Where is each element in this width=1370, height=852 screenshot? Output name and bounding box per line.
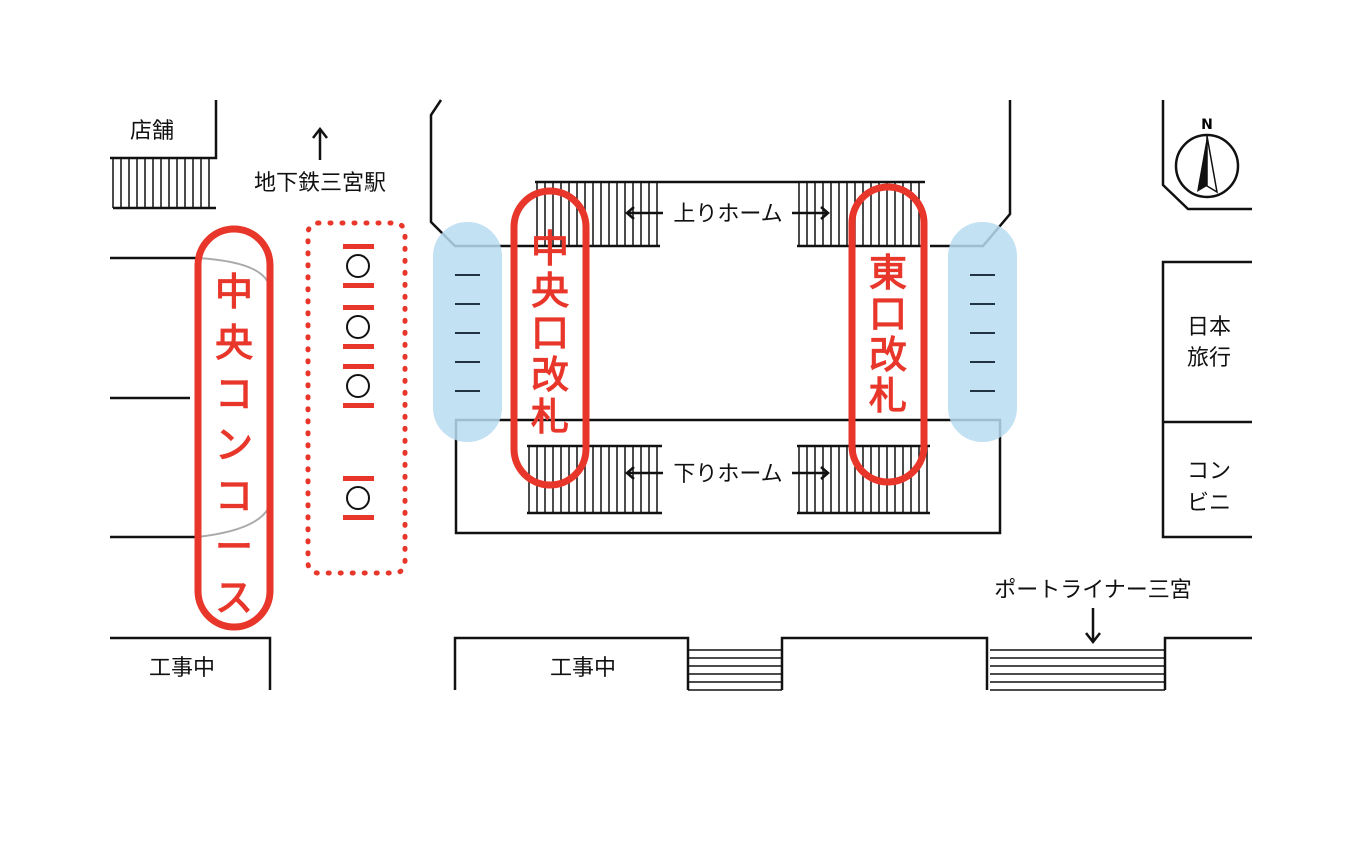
east-gate-highlight	[848, 183, 928, 486]
bidirectional-arrow-icon	[625, 206, 830, 220]
central-building-outline	[429, 99, 535, 248]
gate-bar	[343, 344, 374, 349]
label-char: 中	[531, 227, 569, 271]
gate-bar	[343, 515, 374, 520]
shops-outline	[1161, 260, 1252, 539]
label-char: 中	[215, 270, 253, 314]
label-char: コ	[215, 372, 253, 416]
label-char: 札	[869, 374, 907, 418]
label-char: コ	[215, 474, 253, 518]
right-building-outline	[1161, 100, 1252, 211]
gate-bar	[343, 244, 374, 249]
shop-outline	[110, 100, 218, 160]
gate-bar	[343, 305, 374, 310]
shop-label: 店舗	[130, 119, 174, 144]
label-char: 央	[215, 321, 254, 365]
lower-building-outline	[454, 418, 1002, 535]
central-gate-highlight	[510, 187, 590, 489]
label-char: 改	[531, 353, 569, 397]
down-platform-label: 下りホーム	[673, 462, 782, 487]
construction-left-label: 工事中	[149, 656, 215, 681]
arrow-up-icon	[312, 126, 328, 139]
construction-left-outline	[110, 636, 272, 690]
compass-needle-icon	[1197, 136, 1207, 192]
label-char: 口	[869, 292, 907, 336]
central-building-outline-right	[930, 100, 1012, 248]
compass-icon	[1174, 133, 1240, 199]
central-concourse-highlight	[194, 225, 274, 631]
gate-bar	[343, 403, 374, 408]
gate-circle-icon	[346, 315, 370, 339]
label-char: 東	[869, 251, 907, 295]
travel-agency-label-1: 日本	[1187, 315, 1231, 340]
ticket-gates	[343, 244, 374, 520]
convenience-store-label-2: ビニ	[1187, 491, 1231, 516]
label-char: 央	[531, 269, 570, 313]
bottom-building-outline	[453, 636, 1252, 690]
gate-circle-icon	[346, 254, 370, 278]
port-liner-label: ポートライナー三宮	[994, 578, 1192, 603]
label-char: 札	[531, 395, 569, 439]
subway-label: 地下鉄三宮駅	[254, 171, 386, 196]
convenience-store-label-1: コン	[1187, 459, 1231, 484]
travel-agency-label-2: 旅行	[1187, 346, 1231, 371]
gate-bar	[343, 364, 374, 369]
gate-bar	[343, 283, 374, 288]
label-char: 改	[869, 333, 907, 377]
ticket-gates-highlight	[305, 220, 408, 576]
bidirectional-arrow-icon	[625, 466, 830, 480]
label-char: ス	[215, 576, 253, 620]
compass-north-label: N	[1201, 117, 1213, 133]
gate-circle-icon	[346, 486, 370, 510]
gate-bar	[343, 476, 374, 481]
construction-center-label: 工事中	[550, 656, 616, 681]
label-char: 口	[531, 311, 569, 355]
label-char: ー	[215, 525, 253, 569]
gate-circle-icon	[346, 374, 370, 398]
gate-dashes	[455, 274, 995, 392]
compass-needle-half-icon	[1206, 135, 1219, 194]
up-platform-label: 上りホーム	[673, 202, 782, 227]
arrow-down-icon	[1085, 608, 1101, 645]
label-char: ン	[215, 423, 253, 467]
